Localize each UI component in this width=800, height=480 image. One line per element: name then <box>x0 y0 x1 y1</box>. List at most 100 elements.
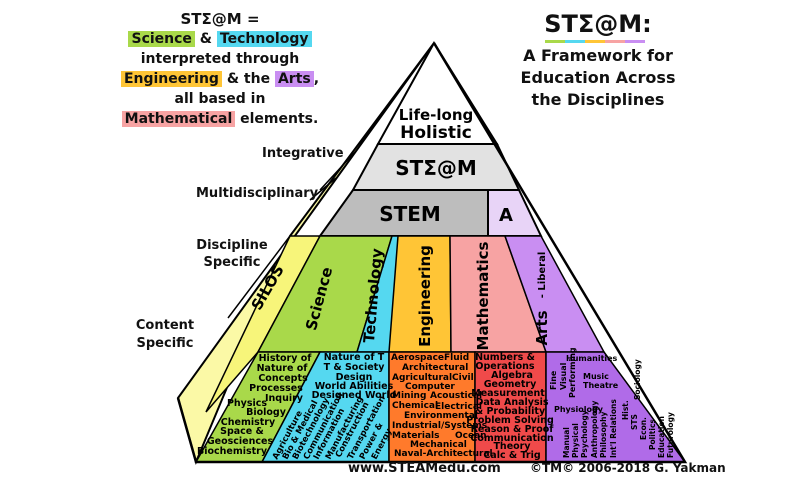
level-integrative: Integrative <box>262 146 344 161</box>
steam-tier-label: STΣ@M <box>395 156 477 180</box>
mathematics-item: Communication <box>470 433 553 444</box>
amp-1: & <box>199 31 213 47</box>
mathematics-item: Theory <box>493 441 531 452</box>
engineering-item: Mechanical <box>410 440 467 450</box>
stem-tier-label: STEM <box>379 202 441 226</box>
mathematics-item: Algebra <box>491 370 533 381</box>
arts-rot-item: Hist. <box>621 400 630 420</box>
arts-item: Theatre <box>583 381 619 390</box>
technology-item: World Abilities <box>315 381 394 392</box>
pyramid-outline <box>176 42 688 464</box>
mathematics-content-list: Numbers &OperationsAlgebraGeometryMeasur… <box>466 352 554 461</box>
science-item: Inquiry <box>265 393 304 404</box>
science-item: Physics <box>227 398 267 409</box>
arts-rot-item: Physical <box>571 423 580 458</box>
arts-label: Arts <box>533 310 551 345</box>
engineering-item: Mining <box>392 391 426 401</box>
arts-highlight: Arts <box>274 71 314 87</box>
lifelong-label: Life-long <box>399 106 474 124</box>
engineering-item: Industrial/Systems <box>392 421 487 431</box>
arts-item: Music <box>583 372 609 381</box>
engineering-item: Fluid <box>444 353 469 363</box>
a-tier <box>487 189 543 237</box>
science-item: Space & <box>220 426 264 437</box>
arts-rot-item: Anthropology <box>590 400 599 458</box>
engineering-item: Ocean <box>455 431 487 441</box>
equals-sign: = <box>246 10 260 28</box>
technology-item: Design <box>336 372 373 383</box>
science-highlight: Science <box>128 31 195 47</box>
arts-rot-item: Politics <box>648 419 657 450</box>
engineering-item: Acoustical <box>430 391 482 401</box>
arts-rot-item: Philosophy <box>599 412 608 458</box>
liberal-label: - Liberal <box>537 252 548 298</box>
title-line-3: the Disciplines <box>531 90 665 109</box>
arts-rot-item: Education <box>657 416 666 458</box>
level-content-1: Content <box>135 318 195 333</box>
engineering-highlight: Engineering <box>120 71 222 87</box>
engineering-item: Aerospace <box>391 353 444 363</box>
mathematics-item: Calc & Trig <box>483 450 540 461</box>
footer-copyright: ©TM© 2006-2018 G. Yakman <box>530 461 726 475</box>
science-item: Biochemistry <box>197 446 268 457</box>
technology-item: Nature of T <box>324 352 385 363</box>
mathematics-item: Operations <box>475 361 535 372</box>
engineering-item: Naval-Architectural <box>394 449 493 459</box>
mathematics-item: Data Analysis <box>475 397 548 408</box>
mathematical-highlight: Mathematical <box>121 111 236 127</box>
arts-rot-item: Psychology <box>580 410 589 458</box>
arts-item: Physiology <box>554 405 604 414</box>
definition-line-2: Science & Technology <box>105 30 335 49</box>
technology-highlight: Technology <box>216 31 312 47</box>
engineering-item: Civil <box>452 373 474 383</box>
mathematics-item: Geometry <box>484 379 537 390</box>
mathematics-label: Mathematics <box>474 241 492 350</box>
definition-line-5: all based in <box>174 91 266 107</box>
science-item: Geosciences <box>207 436 274 447</box>
mathematics-item: Reason & Proof <box>471 424 555 435</box>
mathematics-item: Measurement <box>471 388 545 399</box>
a-tier-label: A <box>499 205 513 226</box>
engineering-item: Chemical <box>392 401 438 411</box>
science-item: Concepts <box>258 373 308 384</box>
arts-item: Fine <box>549 370 558 390</box>
engineering-item: Architectural <box>402 363 468 373</box>
level-multidisciplinary: Multidisciplinary <box>196 186 319 201</box>
arts-item: Performing <box>568 347 577 398</box>
science-item: Nature of <box>257 363 309 374</box>
arts-rot-item: Futurology <box>666 412 675 458</box>
comma: , <box>313 71 320 87</box>
engineering-item: Materials <box>392 431 439 441</box>
elements-word: elements. <box>240 111 319 127</box>
title-line-2: Education Across <box>520 68 676 87</box>
brand-steam: STΣ@M <box>180 10 242 28</box>
title-brand: STΣ@M: <box>544 10 652 38</box>
arts-rot-item: Econ. <box>639 417 648 440</box>
definition-line-4: Engineering & the Arts, <box>105 70 335 89</box>
arts-item: Visual <box>559 362 568 390</box>
technology-item: T & Society <box>324 362 386 373</box>
mathematics-item: Problem Solving <box>466 415 554 426</box>
definition-line-1: STΣ@M = <box>105 10 335 29</box>
footer-url[interactable]: www.STEAMedu.com <box>348 461 501 476</box>
engineering-item: Computer <box>405 382 455 392</box>
arts-item: Humanities <box>566 354 618 363</box>
arts-rot-item: Sociology <box>633 359 642 400</box>
engineering-label: Engineering <box>416 245 434 347</box>
definition-line-3: interpreted through <box>140 51 300 67</box>
title-line-1: A Framework for <box>523 46 673 65</box>
science-item: Biology <box>246 407 287 418</box>
engineering-item: Environmental <box>404 411 478 421</box>
definition-line-6: Mathematical elements. <box>105 110 335 129</box>
arts-rot-item: Int'l Relations <box>609 399 618 458</box>
level-content-2: Specific <box>136 336 194 351</box>
arts-rot-item: Manual <box>562 427 571 458</box>
technology-item: Designed World <box>312 390 397 401</box>
holistic-label: Holistic <box>400 123 472 143</box>
science-item: Chemistry <box>221 417 276 428</box>
